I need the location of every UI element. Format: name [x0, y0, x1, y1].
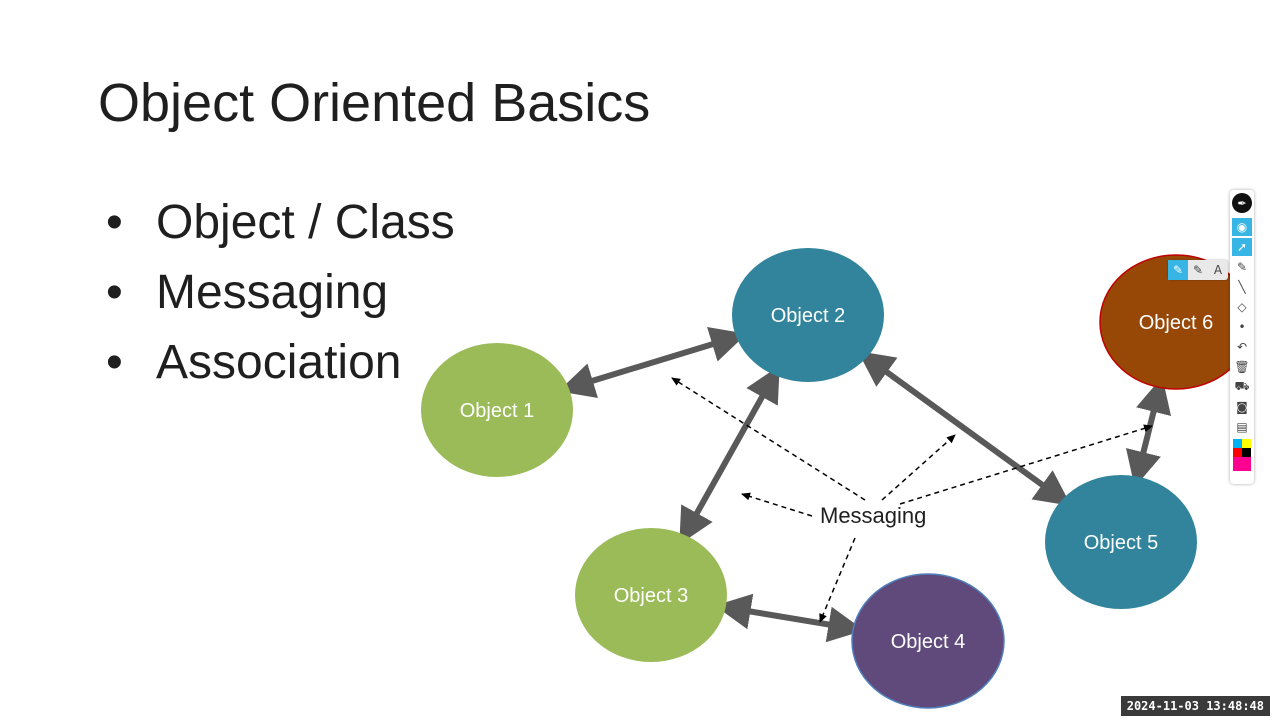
trash-icon[interactable]: 🗑	[1234, 360, 1250, 374]
marker-icon[interactable]: ✎	[1192, 263, 1204, 277]
recording-timestamp: 2024-11-03 13:48:48	[1120, 696, 1270, 716]
clipboard-icon[interactable]: ▤	[1236, 420, 1248, 434]
color-swatch-cyan[interactable]	[1233, 439, 1242, 448]
text-tool-label: A	[1213, 263, 1223, 277]
text-icon[interactable]: A	[1208, 260, 1228, 280]
object-2-label: Object 2	[771, 305, 845, 327]
annotation-toolbar: ✒ ◉ ➚ ✎ ╲ ◇ • ↶ 🗑 ⛟ ◙ ▤	[1230, 190, 1254, 484]
object-5-label: Object 5	[1084, 532, 1158, 554]
bullet-list: Object / Class Messaging Association	[104, 188, 455, 398]
object-1-label: Object 1	[460, 400, 534, 422]
messaging-arrow	[819, 537, 856, 623]
dot-icon[interactable]: •	[1238, 320, 1246, 334]
bullet-item: Object / Class	[104, 188, 455, 258]
camera-icon[interactable]: ◙	[1236, 400, 1248, 414]
object-6-label: Object 6	[1139, 312, 1213, 334]
messaging-arrow	[741, 492, 813, 517]
pen-logo-icon[interactable]: ✒	[1232, 193, 1252, 213]
object-4-label: Object 4	[891, 631, 965, 653]
color-swatch-pink[interactable]	[1233, 457, 1251, 471]
messaging-arrow	[899, 424, 1153, 505]
messaging-arrow	[881, 434, 956, 501]
color-swatch-red[interactable]	[1233, 448, 1242, 457]
association-arrow-object-3-object-4	[714, 593, 865, 643]
object-5-ellipse	[1045, 475, 1197, 609]
pen-icon[interactable]: ✎	[1236, 260, 1248, 274]
messaging-arrow	[671, 377, 866, 501]
object-4-node: Object 4	[851, 573, 1005, 709]
color-swatch-yellow[interactable]	[1242, 439, 1251, 448]
association-arrow-object-2-object-3	[679, 365, 780, 545]
messaging-arrows	[671, 377, 1153, 623]
color-swatches	[1233, 439, 1251, 471]
object-1-node: Object 1	[421, 343, 573, 477]
object-3-label: Object 3	[614, 585, 688, 607]
cart-icon[interactable]: ⛟	[1234, 379, 1250, 393]
object-1-ellipse	[421, 343, 573, 477]
color-swatch-black[interactable]	[1242, 448, 1251, 457]
association-arrow-object-1-object-2	[558, 327, 747, 398]
association-arrow-object-5-object-6	[1125, 376, 1172, 488]
object-2-ellipse	[732, 248, 884, 382]
eye-icon[interactable]: ◉	[1232, 218, 1252, 236]
object-4-ellipse	[851, 573, 1005, 709]
sub-toolbar: ✎ ✎ A	[1168, 260, 1228, 280]
slide-title: Object Oriented Basics	[98, 73, 651, 133]
object-2-node: Object 2	[732, 248, 884, 382]
object-6-node: Object 6	[1099, 254, 1253, 390]
object-5-node: Object 5	[1045, 475, 1197, 609]
object-nodes: Object 1 Object 2 Object 3 Object 4 Object 5…	[421, 248, 1253, 709]
line-icon[interactable]: ╲	[1238, 280, 1246, 294]
cursor-icon[interactable]: ➚	[1232, 238, 1252, 256]
object-3-node: Object 3	[575, 528, 727, 662]
association-arrow-object-2-object-5	[857, 351, 1072, 506]
highlighter-icon[interactable]: ✎	[1168, 260, 1188, 280]
object-3-ellipse	[575, 528, 727, 662]
undo-icon[interactable]: ↶	[1236, 340, 1248, 354]
messaging-label: Messaging	[820, 503, 926, 528]
bullet-item: Association	[104, 328, 455, 398]
bullet-item: Messaging	[104, 258, 455, 328]
eraser-icon[interactable]: ◇	[1237, 300, 1247, 314]
